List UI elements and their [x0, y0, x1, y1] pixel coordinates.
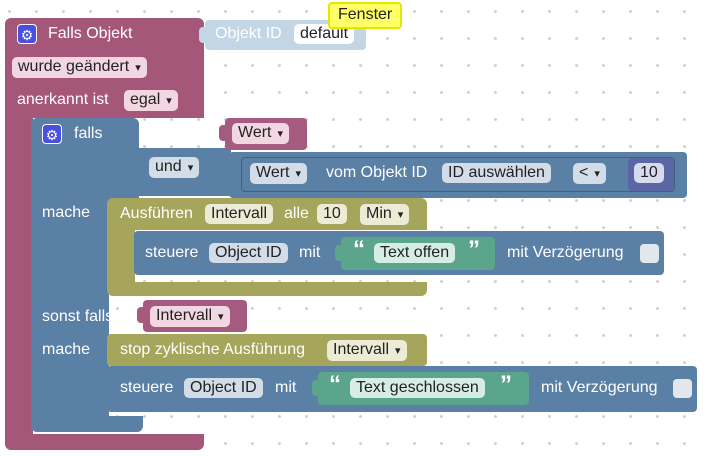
interval-block-bottom: [107, 282, 427, 296]
interval-unit-dropdown[interactable]: Min: [360, 204, 410, 225]
objekt-id-label: Objekt ID: [215, 25, 282, 42]
quote-open-icon-1: “: [353, 236, 365, 263]
delay-checkbox-1[interactable]: [640, 244, 659, 263]
steuere-label-2: steuere: [120, 379, 174, 396]
interval-block-spine: [107, 228, 135, 286]
objekt-id-input-tab: [199, 27, 207, 43]
mache-label-1: mache: [42, 204, 91, 221]
number-field[interactable]: 10: [634, 163, 664, 183]
trigger-block-bottom: [5, 434, 204, 450]
interval-name-field[interactable]: Intervall: [205, 204, 274, 224]
alle-label: alle: [284, 205, 309, 222]
mit-label-1: mit: [299, 244, 321, 261]
trigger-block-spine: [5, 110, 33, 440]
object-id-field-1[interactable]: Object ID: [209, 243, 288, 263]
trigger-gear-icon[interactable]: ⚙: [17, 24, 37, 44]
quote-close-icon-2: ”: [500, 371, 512, 398]
text-field-2[interactable]: Text geschlossen: [350, 378, 485, 398]
wert-variable-tab-1: [219, 125, 227, 141]
delay-label-1: mit Verzögerung: [507, 244, 624, 261]
ack-dropdown[interactable]: egal: [124, 90, 178, 111]
intervall-variable-dropdown[interactable]: Intervall: [150, 306, 230, 327]
stop-interval-dropdown[interactable]: Intervall: [327, 340, 407, 361]
ack-label: anerkannt ist: [17, 91, 109, 108]
if-block-spine: [31, 204, 109, 430]
interval-count-field[interactable]: 10: [317, 204, 347, 224]
tooltip-fenster: Fenster: [328, 2, 403, 29]
compare-operator-dropdown[interactable]: <: [573, 163, 606, 184]
und-dropdown[interactable]: und: [149, 157, 200, 178]
falls-label: falls: [74, 125, 103, 142]
stop-label: stop zyklische Ausführung: [120, 341, 305, 358]
text-block-tab-2: [312, 380, 320, 396]
if-block-bottom: [31, 416, 143, 432]
mache-label-2: mache: [42, 341, 91, 358]
vom-objekt-id-label: vom Objekt ID: [326, 164, 428, 181]
steuere-label-1: steuere: [145, 244, 199, 261]
object-id-field-2[interactable]: Object ID: [184, 378, 263, 398]
ausfuehren-label: Ausführen: [120, 205, 193, 222]
wert-dropdown-2[interactable]: Wert: [250, 163, 308, 184]
intervall-variable-tab: [137, 307, 145, 323]
changed-option-dropdown[interactable]: wurde geändert: [12, 57, 147, 78]
trigger-title: Falls Objekt: [48, 25, 133, 42]
id-auswaehlen-field[interactable]: ID auswählen: [442, 163, 551, 183]
objekt-id-field[interactable]: default: [294, 24, 355, 44]
mit-label-2: mit: [275, 379, 297, 396]
delay-checkbox-2[interactable]: [673, 379, 692, 398]
if-gear-icon[interactable]: ⚙: [42, 124, 62, 144]
sonst-falls-label: sonst falls: [42, 308, 114, 325]
wert-dropdown-1[interactable]: Wert: [232, 123, 290, 144]
quote-open-icon-2: “: [329, 371, 341, 398]
text-field-1[interactable]: Text offen: [374, 243, 456, 263]
delay-label-2: mit Verzögerung: [541, 379, 658, 396]
text-block-tab-1: [335, 245, 343, 261]
quote-close-icon-1: ”: [468, 236, 480, 263]
